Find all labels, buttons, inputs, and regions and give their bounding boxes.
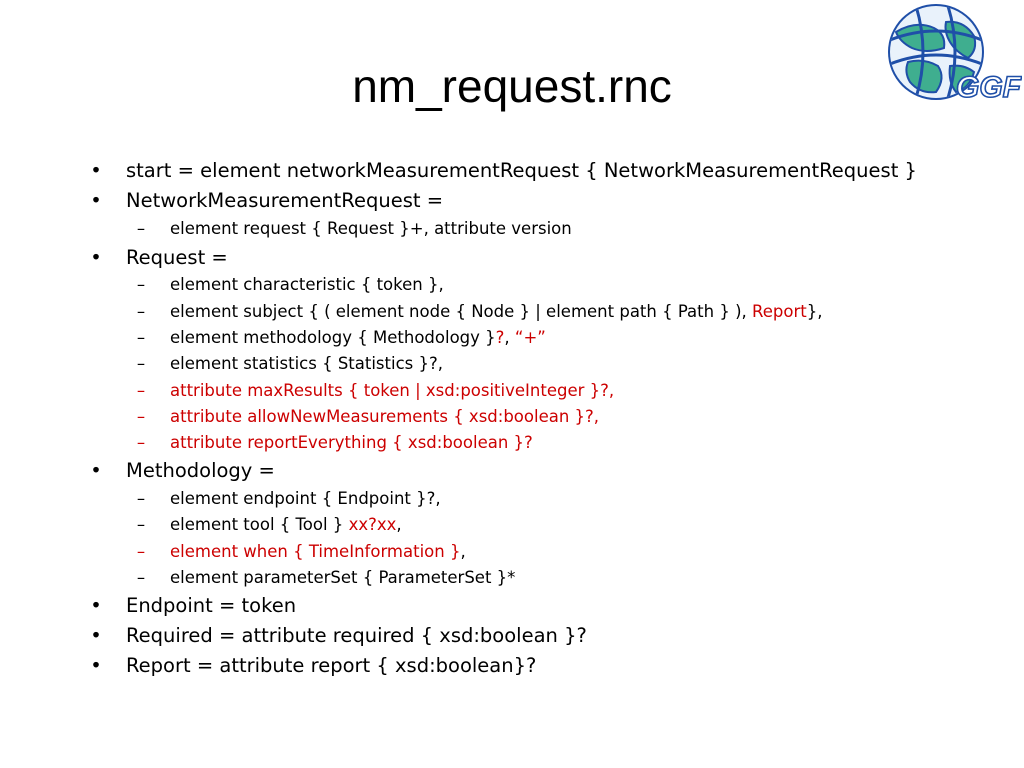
dash-marker: – <box>136 489 146 508</box>
text-segment: element characteristic { token }, <box>170 275 444 294</box>
sub-bullet-item: – attribute reportEverything { xsd:boolea… <box>137 432 533 454</box>
text-segment: NetworkMeasurementRequest = <box>126 189 444 212</box>
text-segment: attribute allowNewMeasurements { xsd:boo… <box>170 407 600 426</box>
bullet-item: • Endpoint = token <box>90 594 297 618</box>
bullet-item: • Request = <box>90 246 228 270</box>
text-segment: , <box>396 515 402 534</box>
text-segment: }, <box>806 302 823 321</box>
sub-bullet-item: – element parameterSet { ParameterSet }* <box>137 567 516 589</box>
text-segment: , <box>504 328 515 347</box>
dash-marker: – <box>136 328 146 347</box>
slide-title: nm_request.rnc <box>352 60 672 112</box>
bullet-marker: • <box>90 459 102 482</box>
text-segment: attribute maxResults { token | xsd:posit… <box>170 381 615 400</box>
bullet-item: • Report = attribute report { xsd:boolean… <box>90 654 537 678</box>
dash-marker: – <box>136 302 146 321</box>
dash-marker: – <box>136 275 146 294</box>
text-segment: Report = attribute report { xsd:boolean}… <box>126 654 537 677</box>
dash-marker: – <box>136 515 146 534</box>
dash-marker: – <box>136 219 146 238</box>
sub-bullet-item: – element characteristic { token }, <box>137 274 444 296</box>
bullet-marker: • <box>90 624 102 647</box>
text-segment: element subject { ( element node { Node … <box>170 302 753 321</box>
text-segment: “+” <box>514 328 546 347</box>
dash-marker: – <box>136 542 146 561</box>
sub-bullet-item: – element request { Request }+, attribute… <box>137 218 572 240</box>
text-segment: element statistics { Statistics }?, <box>170 354 443 373</box>
text-segment: start = element networkMeasurementReques… <box>126 159 917 182</box>
dash-marker: – <box>136 568 146 587</box>
sub-bullet-item: – element endpoint { Endpoint }?, <box>137 488 441 510</box>
bullet-item: • Methodology = <box>90 459 275 483</box>
sub-bullet-item: – element tool { Tool } xx?xx, <box>137 514 402 536</box>
text-segment: element parameterSet { ParameterSet }* <box>170 568 516 587</box>
dash-marker: – <box>136 354 146 373</box>
text-segment: element tool { Tool } <box>170 515 349 534</box>
sub-bullet-item: – element when { TimeInformation }, <box>137 541 466 563</box>
text-segment: Methodology = <box>126 459 275 482</box>
text-segment: , <box>460 542 466 561</box>
text-segment: ? <box>495 328 505 347</box>
text-segment: element request { Request }+, attribute … <box>170 219 572 238</box>
dash-marker: – <box>136 433 146 452</box>
bullet-item: • NetworkMeasurementRequest = <box>90 189 444 213</box>
text-segment: Report <box>752 302 807 321</box>
logo-text: GGF <box>956 71 1022 104</box>
text-segment: Required = attribute required { xsd:bool… <box>126 624 587 647</box>
bullet-marker: • <box>90 654 102 677</box>
text-segment: element methodology { Methodology } <box>170 328 496 347</box>
bullet-marker: • <box>90 594 102 617</box>
text-segment: Endpoint = token <box>126 594 297 617</box>
text-segment: xx?xx <box>348 515 397 534</box>
bullet-item: • Required = attribute required { xsd:boo… <box>90 624 587 648</box>
dash-marker: – <box>136 381 146 400</box>
sub-bullet-item: – attribute maxResults { token | xsd:posi… <box>137 380 615 402</box>
sub-bullet-item: – element methodology { Methodology }?, “… <box>137 327 546 349</box>
text-segment: element endpoint { Endpoint }?, <box>170 489 441 508</box>
bullet-marker: • <box>90 246 102 269</box>
text-segment: attribute reportEverything { xsd:boolean… <box>170 433 533 452</box>
bullet-marker: • <box>90 189 102 212</box>
bullet-item: • start = element networkMeasurementReque… <box>90 159 917 183</box>
sub-bullet-item: – element subject { ( element node { Node… <box>137 301 823 323</box>
sub-bullet-item: – attribute allowNewMeasurements { xsd:bo… <box>137 406 600 428</box>
dash-marker: – <box>136 407 146 426</box>
text-segment: Request = <box>126 246 228 269</box>
bullet-marker: • <box>90 159 102 182</box>
ggf-logo: GGF <box>888 4 1022 105</box>
sub-bullet-item: – element statistics { Statistics }?, <box>137 353 443 375</box>
text-segment: element when { TimeInformation } <box>170 542 461 561</box>
